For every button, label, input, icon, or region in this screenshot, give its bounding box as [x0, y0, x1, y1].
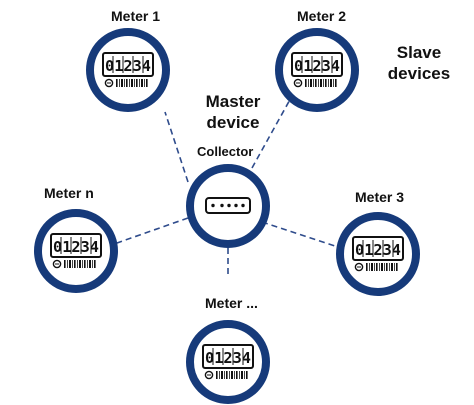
master-device-label: Master device: [193, 92, 273, 133]
meter-1-reading: 01234: [105, 57, 151, 75]
meter-2-label: Meter 2: [297, 8, 347, 24]
master-line-1: Master: [205, 92, 261, 111]
meter-1-node: 01234: [86, 28, 170, 112]
connector-line: [261, 221, 339, 248]
meter-3-node: 01234: [336, 212, 420, 296]
meter-n-label: Meter n: [44, 185, 94, 201]
connector-line: [251, 95, 293, 169]
slave-devices-label: Slave devices: [384, 43, 454, 84]
connector-line: [164, 111, 189, 183]
collector-node: [186, 164, 270, 248]
slave-line-2: devices: [387, 63, 451, 83]
collector-box-icon: [205, 197, 251, 214]
meter-1-label: Meter 1: [111, 8, 161, 24]
meter-n-reading: 01234: [53, 238, 99, 256]
meter-more-node: 01234: [186, 320, 270, 404]
master-line-2: device: [206, 112, 260, 132]
meter-2-node: 01234: [275, 28, 359, 112]
meter-more-reading: 01234: [205, 349, 251, 367]
slave-line-1: Slave: [396, 43, 442, 62]
meter-n-node: 01234: [34, 209, 118, 293]
collector-label: Collector: [197, 144, 254, 159]
meter-3-label: Meter 3: [355, 189, 405, 205]
meter-3-reading: 01234: [355, 241, 401, 259]
connector-line: [113, 217, 189, 245]
meter-2-reading: 01234: [294, 57, 340, 75]
meter-more-label: Meter ...: [205, 295, 258, 311]
